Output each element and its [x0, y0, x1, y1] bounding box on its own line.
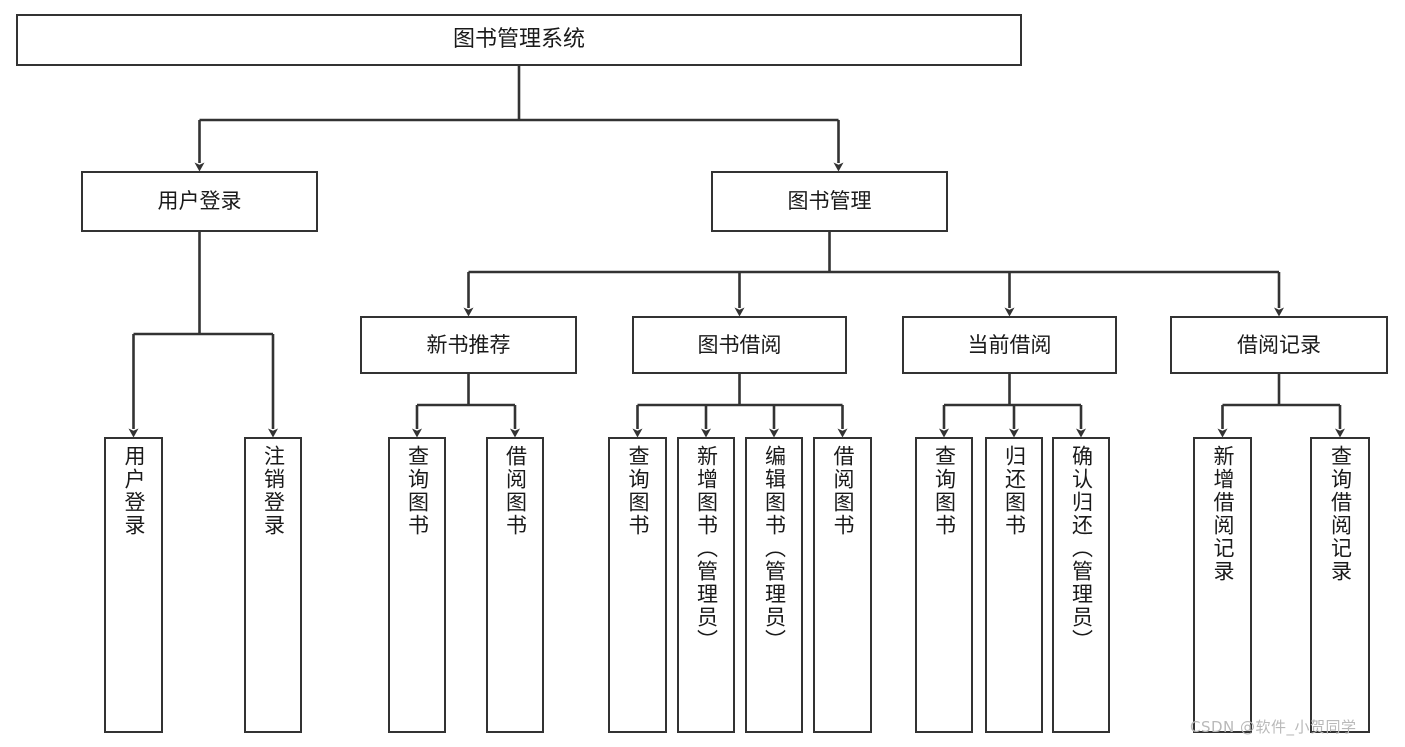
node-book-manage-label: 图书管理 — [787, 189, 872, 214]
node-leaf-user-login-label: 用户登录 — [122, 445, 146, 537]
node-user-login-label: 用户登录 — [157, 189, 242, 214]
node-borrow-record[interactable]: 借阅记录 — [1170, 316, 1388, 374]
node-leaf-record-add[interactable]: 新增借阅记录 — [1193, 437, 1252, 733]
node-leaf-user-logout[interactable]: 注销登录 — [244, 437, 302, 733]
node-new-book-recommend-label: 新书推荐 — [426, 332, 511, 357]
node-leaf-current-return-book-label: 归还图书 — [1002, 445, 1027, 537]
node-leaf-record-add-label: 新增借阅记录 — [1211, 445, 1235, 583]
node-leaf-borrow-borrow-book[interactable]: 借阅图书 — [813, 437, 872, 733]
node-root-label: 图书管理系统 — [452, 27, 585, 53]
node-leaf-borrow-query-book-label: 查询图书 — [626, 445, 650, 537]
node-borrow-record-label: 借阅记录 — [1237, 332, 1321, 357]
node-leaf-borrow-query-book[interactable]: 查询图书 — [608, 437, 667, 733]
node-leaf-borrow-add-book[interactable]: 新增图书（管理员） — [677, 437, 735, 733]
node-leaf-borrow-borrow-book-label: 借阅图书 — [831, 445, 855, 537]
node-leaf-current-query-book-label: 查询图书 — [932, 445, 957, 537]
node-current-borrow-label: 当前借阅 — [967, 332, 1052, 357]
node-leaf-borrow-edit-book-label: 编辑图书（管理员） — [762, 445, 787, 652]
node-leaf-borrow-edit-book[interactable]: 编辑图书（管理员） — [745, 437, 803, 733]
node-leaf-recommend-borrow-book[interactable]: 借阅图书 — [486, 437, 544, 733]
node-root[interactable]: 图书管理系统 — [16, 14, 1022, 66]
csdn-watermark: CSDN @软件_小贺同学 — [1190, 718, 1357, 736]
node-book-manage[interactable]: 图书管理 — [711, 171, 948, 232]
node-leaf-current-query-book[interactable]: 查询图书 — [915, 437, 973, 733]
node-user-login[interactable]: 用户登录 — [81, 171, 318, 232]
node-leaf-record-query-label: 查询借阅记录 — [1328, 445, 1353, 583]
node-book-borrow-label: 图书借阅 — [697, 332, 782, 357]
node-leaf-borrow-add-book-label: 新增图书（管理员） — [694, 445, 719, 652]
node-leaf-user-logout-label: 注销登录 — [261, 445, 286, 537]
node-leaf-current-return-book[interactable]: 归还图书 — [985, 437, 1043, 733]
node-leaf-recommend-query-book-label: 查询图书 — [405, 445, 430, 537]
node-leaf-recommend-borrow-book-label: 借阅图书 — [503, 445, 528, 537]
node-leaf-record-query[interactable]: 查询借阅记录 — [1310, 437, 1370, 733]
node-new-book-recommend[interactable]: 新书推荐 — [360, 316, 577, 374]
node-leaf-user-login[interactable]: 用户登录 — [104, 437, 163, 733]
node-leaf-current-confirm-return-label: 确认归还（管理员） — [1069, 445, 1094, 652]
node-book-borrow[interactable]: 图书借阅 — [632, 316, 847, 374]
node-current-borrow[interactable]: 当前借阅 — [902, 316, 1117, 374]
node-leaf-recommend-query-book[interactable]: 查询图书 — [388, 437, 446, 733]
node-leaf-current-confirm-return[interactable]: 确认归还（管理员） — [1052, 437, 1110, 733]
